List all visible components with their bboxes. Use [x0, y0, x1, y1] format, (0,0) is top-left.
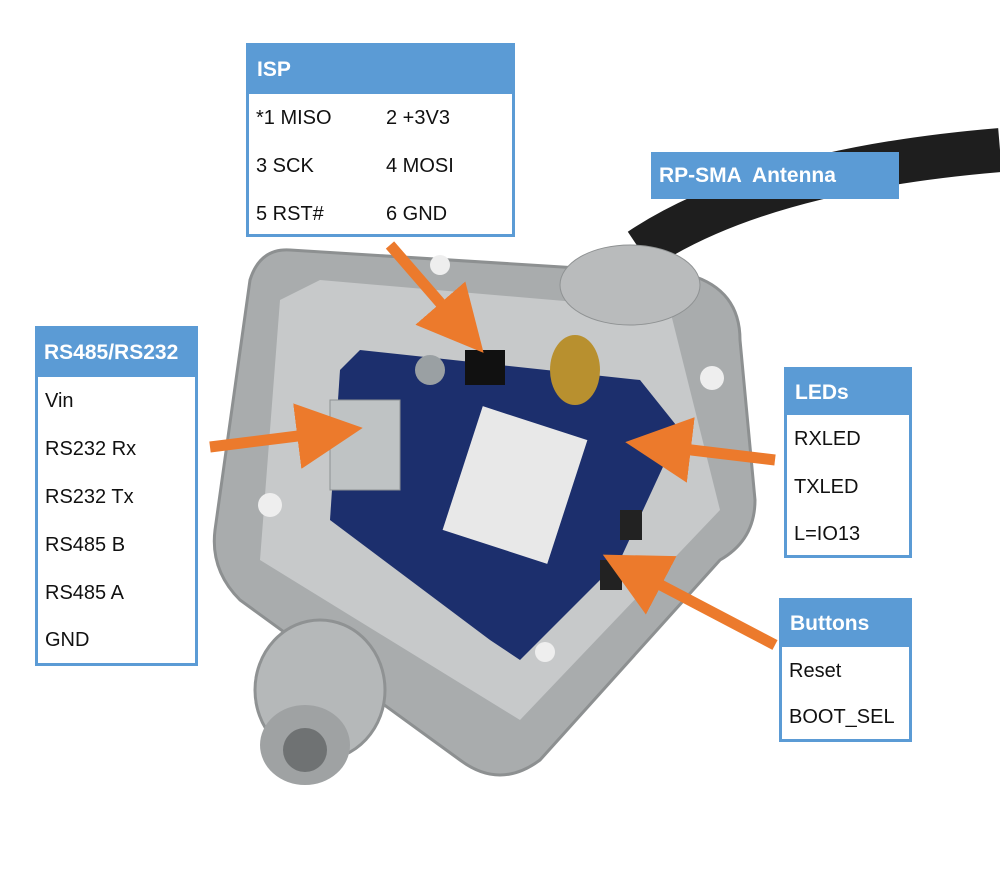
serial-pin: GND — [45, 628, 90, 651]
arrow-buttons — [602, 554, 778, 650]
antenna-cable-gland — [559, 244, 701, 326]
isp-title: ISP — [249, 46, 512, 94]
serial-pin: Vin — [45, 389, 74, 412]
isp-pin: 4 MOSI — [386, 154, 454, 177]
arrow-leds — [625, 417, 776, 483]
sma-connector — [550, 335, 600, 405]
led-item: RXLED — [794, 427, 861, 450]
isp-pin: 2 +3V3 — [386, 106, 450, 129]
buttons-title: Buttons — [782, 601, 909, 647]
arrow-serial — [209, 403, 363, 469]
isp-pin: 3 SCK — [256, 154, 314, 177]
leds-title: LEDs — [787, 370, 909, 415]
isp-label-box: ISP *1 MISO 2 +3V3 3 SCK 4 MOSI 5 RST# 6 GN… — [246, 43, 515, 237]
button-item: BOOT_SEL — [789, 705, 895, 728]
button-reset — [620, 510, 642, 540]
isp-header — [465, 350, 505, 385]
serial-pin: RS485 B — [45, 533, 126, 556]
serial-pin: RS232 Rx — [45, 437, 137, 460]
antenna-label: RP-SMA Antenna — [651, 152, 899, 199]
terminal-block — [329, 399, 401, 491]
button-item: Reset — [789, 659, 842, 682]
buttons-label-box: Buttons Reset BOOT_SEL — [779, 598, 912, 742]
serial-title: RS485/RS232 — [38, 329, 195, 377]
button-boot — [600, 560, 622, 590]
serial-pin: RS485 A — [45, 581, 124, 604]
radio-module — [442, 406, 588, 564]
screw — [415, 355, 445, 385]
serial-pin: RS232 Tx — [45, 485, 134, 508]
led-item: TXLED — [794, 475, 859, 498]
mounting-holes — [258, 255, 724, 662]
arrow-isp — [385, 241, 484, 353]
isp-pin: 5 RST# — [256, 202, 324, 225]
isp-pin: 6 GND — [386, 202, 448, 225]
leds-label-box: LEDs RXLED TXLED L=IO13 — [784, 367, 912, 558]
led-item: L=IO13 — [794, 523, 861, 545]
cable-gland-bottom — [253, 618, 387, 785]
isp-pin: *1 MISO — [256, 106, 332, 129]
serial-label-box: RS485/RS232 Vin RS232 Rx RS232 Tx RS485 … — [35, 326, 198, 666]
